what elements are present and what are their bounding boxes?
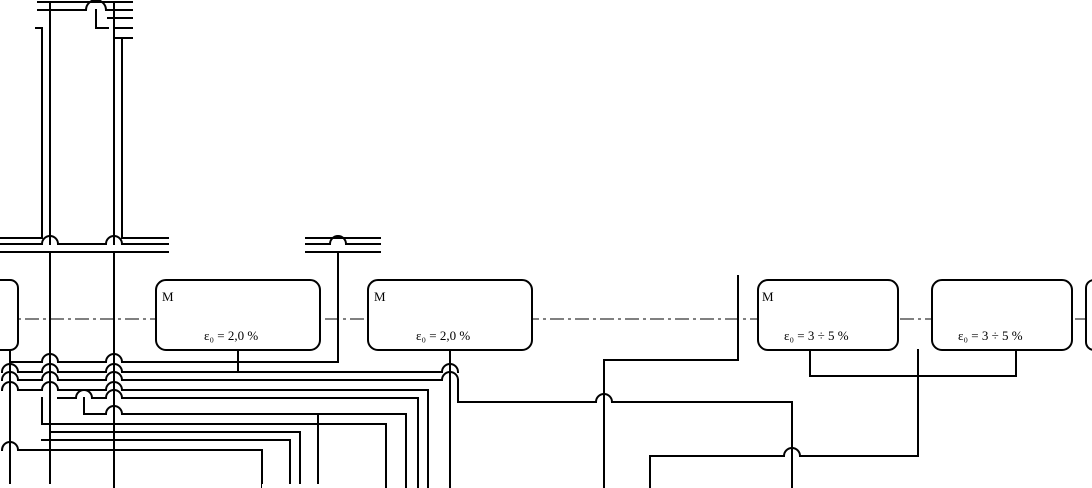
box3-param-label: ε₀ = 3 ÷ 5 % — [784, 328, 849, 343]
box2-param-label: ε₀ = 2,0 % — [416, 328, 470, 343]
device-box-1: M ε₀ = 2,0 % — [155, 279, 321, 351]
box1-param-label: ε₀ = 2,0 % — [204, 328, 258, 343]
box4-param-label: ε₀ = 3 ÷ 5 % — [958, 328, 1023, 343]
crop-masks — [0, 484, 952, 488]
box2-top-label: M — [374, 289, 386, 304]
device-box-3: M ε₀ = 3 ÷ 5 % — [757, 279, 899, 351]
box1-top-label: M — [162, 289, 174, 304]
device-box-2: M ε₀ = 2,0 % — [367, 279, 533, 351]
box3-top-label: M — [762, 289, 774, 304]
upper-busbars — [0, 0, 739, 488]
device-box-0 — [0, 279, 19, 351]
device-box-4: ε₀ = 3 ÷ 5 % — [931, 279, 1073, 351]
device-box-5 — [1085, 279, 1092, 351]
lower-wiring — [0, 251, 1017, 488]
